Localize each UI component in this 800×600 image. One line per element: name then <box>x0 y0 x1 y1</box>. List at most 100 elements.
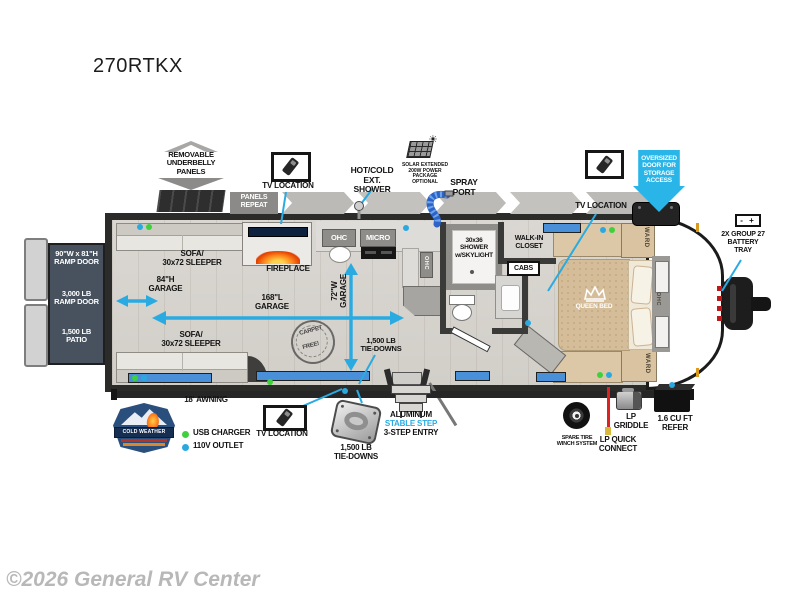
walk-in-closet-label: WALK-IN CLOSET <box>514 235 544 250</box>
ramp-panel-upper <box>24 238 48 301</box>
tie-down-plate-icon <box>329 398 383 446</box>
panel-chevron-3 <box>434 192 506 214</box>
oversized-door-label: OVERSIZED DOOR FOR STORAGE ACCESS <box>641 155 677 184</box>
outlet-dot <box>525 320 531 326</box>
refrigerator-icon-top <box>654 384 696 390</box>
spare-tire-label: SPARE TIRE WINCH SYSTEM <box>556 435 598 448</box>
window-garage-left <box>128 373 212 383</box>
step-material-label: ALUMINUM <box>390 410 432 419</box>
battery-icon: - + <box>735 214 761 227</box>
badge-band: COLD WEATHER <box>114 427 174 438</box>
page-title: 270RTKX <box>93 55 183 77</box>
ramp-panel-lower <box>24 304 48 367</box>
hitch-red-3 <box>717 306 722 311</box>
crown-icon <box>584 286 606 302</box>
wardrobe-top-label: WARD <box>643 227 649 248</box>
refrigerator-label: 1.6 CU FT REFER <box>657 414 693 432</box>
lp-griddle-label: LP GRIDDLE <box>613 412 649 430</box>
marker-light-top <box>696 223 699 232</box>
refrigerator-icon <box>654 389 690 412</box>
battery-tray-label: 2X GROUP 27 BATTERY TRAY <box>721 231 765 254</box>
shower-label: 30x36 SHOWER w/SKYLIGHT <box>455 237 493 259</box>
remote-icon <box>281 157 300 176</box>
sofa-top-label: SOFA/ 30x72 SLEEPER <box>162 249 222 267</box>
spare-tire-icon <box>563 402 590 429</box>
kitchen-stove <box>361 246 396 259</box>
ohc-cabinet-right <box>420 252 433 278</box>
bed-headboard-cabinet <box>652 256 670 352</box>
remote-icon <box>275 408 294 427</box>
window-bath <box>455 371 490 381</box>
fireplace-label: FIREPLACE <box>266 264 310 273</box>
tv-location-label-left: TV LOCATION <box>262 181 314 190</box>
usb-legend-dot <box>182 431 189 438</box>
window-garage-center <box>256 371 370 381</box>
hitch-coupler <box>724 277 753 330</box>
underbelly-label: REMOVABLE UNDERBELLY PANELS <box>166 150 216 176</box>
step-brand-label: STABLE STEP <box>384 419 438 428</box>
wardrobe-bottom-label: WARD <box>644 353 650 374</box>
window-bedroom-bottom <box>536 372 566 382</box>
underbelly-arrow-down <box>158 178 224 190</box>
tv-location-icon-bottom <box>263 405 307 431</box>
cold-weather-badge: COLD WEATHER <box>113 403 175 453</box>
panel-chevron-4 <box>510 192 582 214</box>
outlet-legend-dot <box>182 444 189 451</box>
outlet-dot <box>606 372 612 378</box>
usb-dot <box>267 379 273 385</box>
sofa-bottom-cushion-line <box>182 353 183 371</box>
tv-location-label-bottom: TV LOCATION <box>256 429 308 438</box>
bath-wall-left <box>440 222 446 334</box>
window-closet-top <box>543 223 581 233</box>
fireplace-flame <box>256 251 300 264</box>
awning-label: 18' AWNING <box>184 395 228 404</box>
lp-quick-connect-line <box>607 387 610 429</box>
tv-location-icon-left <box>271 152 311 182</box>
bath-wall-bottom-left <box>440 328 456 334</box>
outlet-dot <box>342 388 348 394</box>
solar-package-label: SOLAR EXTENDED 200W POWER PACKAGE OPTION… <box>401 162 449 185</box>
entertainment-console <box>242 222 312 266</box>
lp-griddle-icon <box>616 388 642 410</box>
sun-icon: ☀ <box>428 134 438 146</box>
tv-location-icon-right <box>585 150 624 179</box>
bed-pillow-area <box>628 260 654 350</box>
outlet-dot <box>137 224 143 230</box>
outlet-110v-label: 110V OUTLET <box>193 441 244 450</box>
panels-repeat-label: PANELS REPEAT <box>240 194 268 209</box>
watermark: ©2026 General RV Center <box>6 568 260 591</box>
panels-repeat-box <box>230 192 278 214</box>
cabs-label: CABS <box>513 265 534 272</box>
usb-dot <box>597 372 603 378</box>
ohc-left-label: OHC <box>330 233 348 242</box>
usb-dot <box>146 224 152 230</box>
cabs-box <box>507 261 540 276</box>
hitch-arm <box>751 297 771 311</box>
hitch-red-1 <box>717 286 722 291</box>
microwave-cabinet <box>360 229 396 247</box>
bath-wall-divider <box>498 222 504 264</box>
wardrobe-bottom <box>621 349 657 382</box>
tv-screen <box>248 227 308 237</box>
remote-icon <box>595 155 614 174</box>
marker-light-bottom <box>696 368 699 377</box>
entry-platform <box>392 372 422 385</box>
hitch-coupler-highlight <box>730 284 736 323</box>
tv-location-label-right: TV LOCATION <box>575 201 627 210</box>
kitchen-cabinet-right <box>402 248 419 288</box>
step-entry-label: 3-STEP ENTRY <box>383 428 439 437</box>
usb-charger-label: USB CHARGER <box>193 428 251 437</box>
lp-quick-connect-fitting <box>605 427 611 435</box>
shower-stall <box>446 224 502 290</box>
hitch-red-4 <box>717 316 722 321</box>
outlet-dot <box>600 227 606 233</box>
toilet-bowl <box>452 304 472 321</box>
tie-downs-floor-label: 1,500 LB TIE-DOWNS <box>360 336 402 354</box>
garage-height-label: 84"H GARAGE <box>148 275 183 293</box>
usb-dot <box>609 227 615 233</box>
queen-bed-label: QUEEN BED <box>575 303 613 310</box>
spray-port-label: SPRAY PORT <box>450 177 478 197</box>
bath-wall-bottom-right <box>492 328 528 334</box>
outlet-dot <box>669 382 675 388</box>
ohc-right-label: OHC <box>423 256 429 271</box>
